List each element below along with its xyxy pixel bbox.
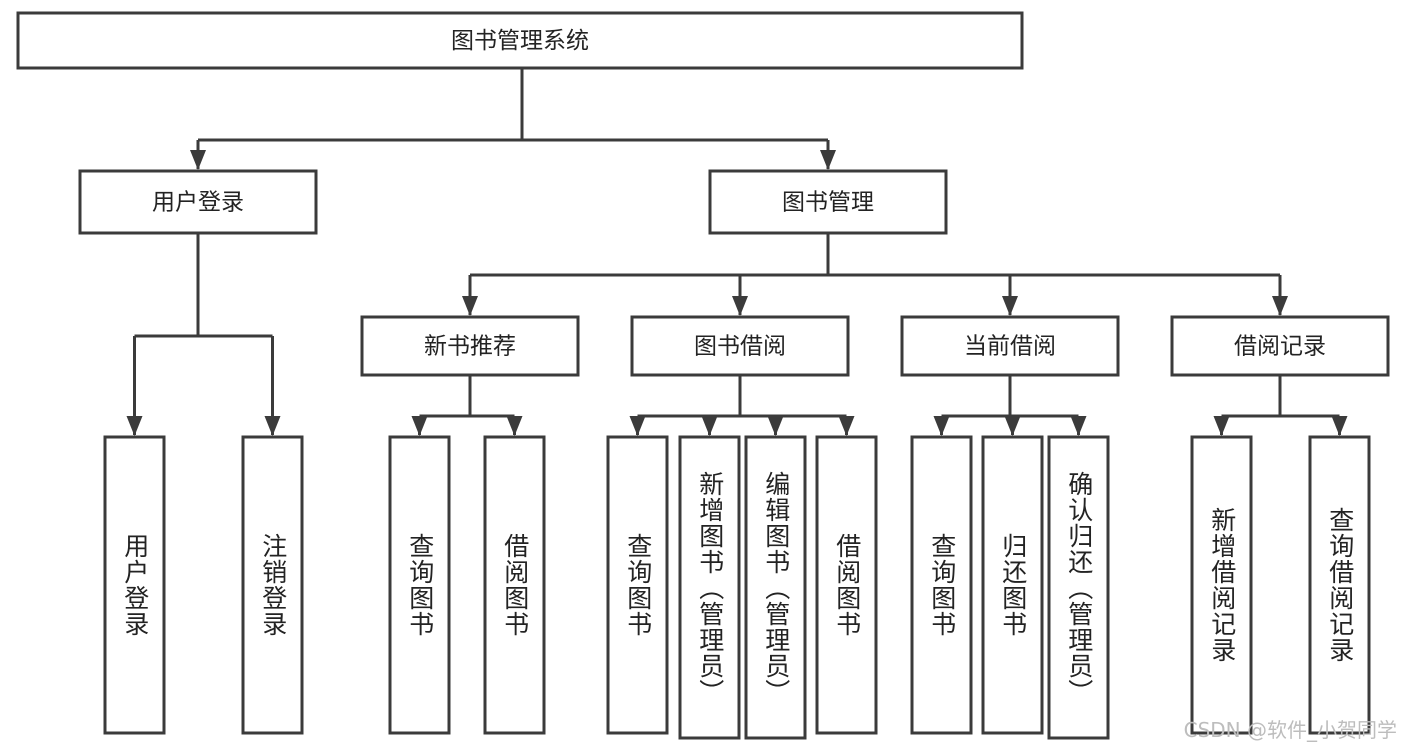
arrow-head-icon-leaf-return-books [1004, 416, 1021, 436]
node-box-leaf-user-login[interactable] [103, 435, 166, 735]
arrow-head-icon-leaf-query-borrow-record [1331, 416, 1348, 436]
node-box-leaf-query-books-2[interactable] [606, 435, 669, 735]
arrow-head-icon-borrow-records [1272, 296, 1288, 316]
arrow-head-icon-leaf-logout [264, 416, 281, 436]
node-box-borrow-records[interactable] [1170, 315, 1390, 377]
arrow-head-icon-leaf-user-login [126, 416, 143, 436]
arrow-head-icon-leaf-query-books-1 [411, 416, 428, 436]
node-box-leaf-borrow-books-1[interactable] [483, 435, 546, 735]
node-label-book-management: 图书管理 [782, 190, 874, 216]
node-box-leaf-borrow-books-2[interactable] [815, 435, 878, 735]
node-label-borrow-records: 借阅记录 [1234, 334, 1326, 360]
node-box-new-book-recommend[interactable] [360, 315, 580, 377]
arrow-head-icon-book-management [820, 150, 836, 170]
arrow-head-icon-new-book-recommend [462, 296, 478, 316]
arrow-head-icon-book-borrow [732, 296, 748, 316]
arrow-head-icon-leaf-query-books-3 [933, 416, 950, 436]
arrow-head-icon-user-login [190, 150, 206, 170]
node-box-leaf-logout[interactable] [241, 435, 304, 735]
node-box-leaf-query-borrow-record[interactable] [1308, 435, 1371, 735]
watermark-text: CSDN @软件_小贺同学 [1183, 718, 1397, 742]
edges-layer [126, 68, 1348, 436]
node-label-book-borrow: 图书借阅 [694, 334, 786, 360]
node-label-user-login: 用户登录 [152, 190, 244, 216]
node-box-leaf-add-book-admin[interactable] [678, 435, 741, 740]
arrow-head-icon-leaf-edit-book-admin [767, 416, 784, 436]
node-box-leaf-edit-book-admin[interactable] [744, 435, 807, 740]
node-box-root[interactable] [16, 11, 1024, 70]
arrow-head-icon-current-borrow [1002, 296, 1018, 316]
node-box-user-login[interactable] [78, 169, 318, 235]
node-label-new-book-recommend: 新书推荐 [424, 334, 516, 360]
node-box-leaf-return-books[interactable] [981, 435, 1044, 735]
arrow-head-icon-leaf-query-books-2 [629, 416, 646, 436]
node-label-current-borrow: 当前借阅 [964, 334, 1056, 360]
arrow-head-icon-leaf-borrow-books-2 [838, 416, 855, 436]
node-box-leaf-confirm-return-admin[interactable] [1047, 435, 1110, 740]
arrow-head-icon-leaf-confirm-return-admin [1070, 416, 1087, 436]
arrow-head-icon-leaf-borrow-books-1 [506, 416, 523, 436]
arrow-head-icon-leaf-add-borrow-record [1213, 416, 1230, 436]
node-box-leaf-query-books-3[interactable] [910, 435, 973, 735]
node-box-leaf-query-books-1[interactable] [388, 435, 451, 735]
node-label-root: 图书管理系统 [451, 28, 589, 54]
node-box-book-borrow[interactable] [630, 315, 850, 377]
node-box-current-borrow[interactable] [900, 315, 1120, 377]
arrow-head-icon-leaf-add-book-admin [701, 416, 718, 436]
boxes-layer [16, 11, 1390, 740]
node-box-book-management[interactable] [708, 169, 948, 235]
node-box-leaf-add-borrow-record[interactable] [1190, 435, 1253, 735]
